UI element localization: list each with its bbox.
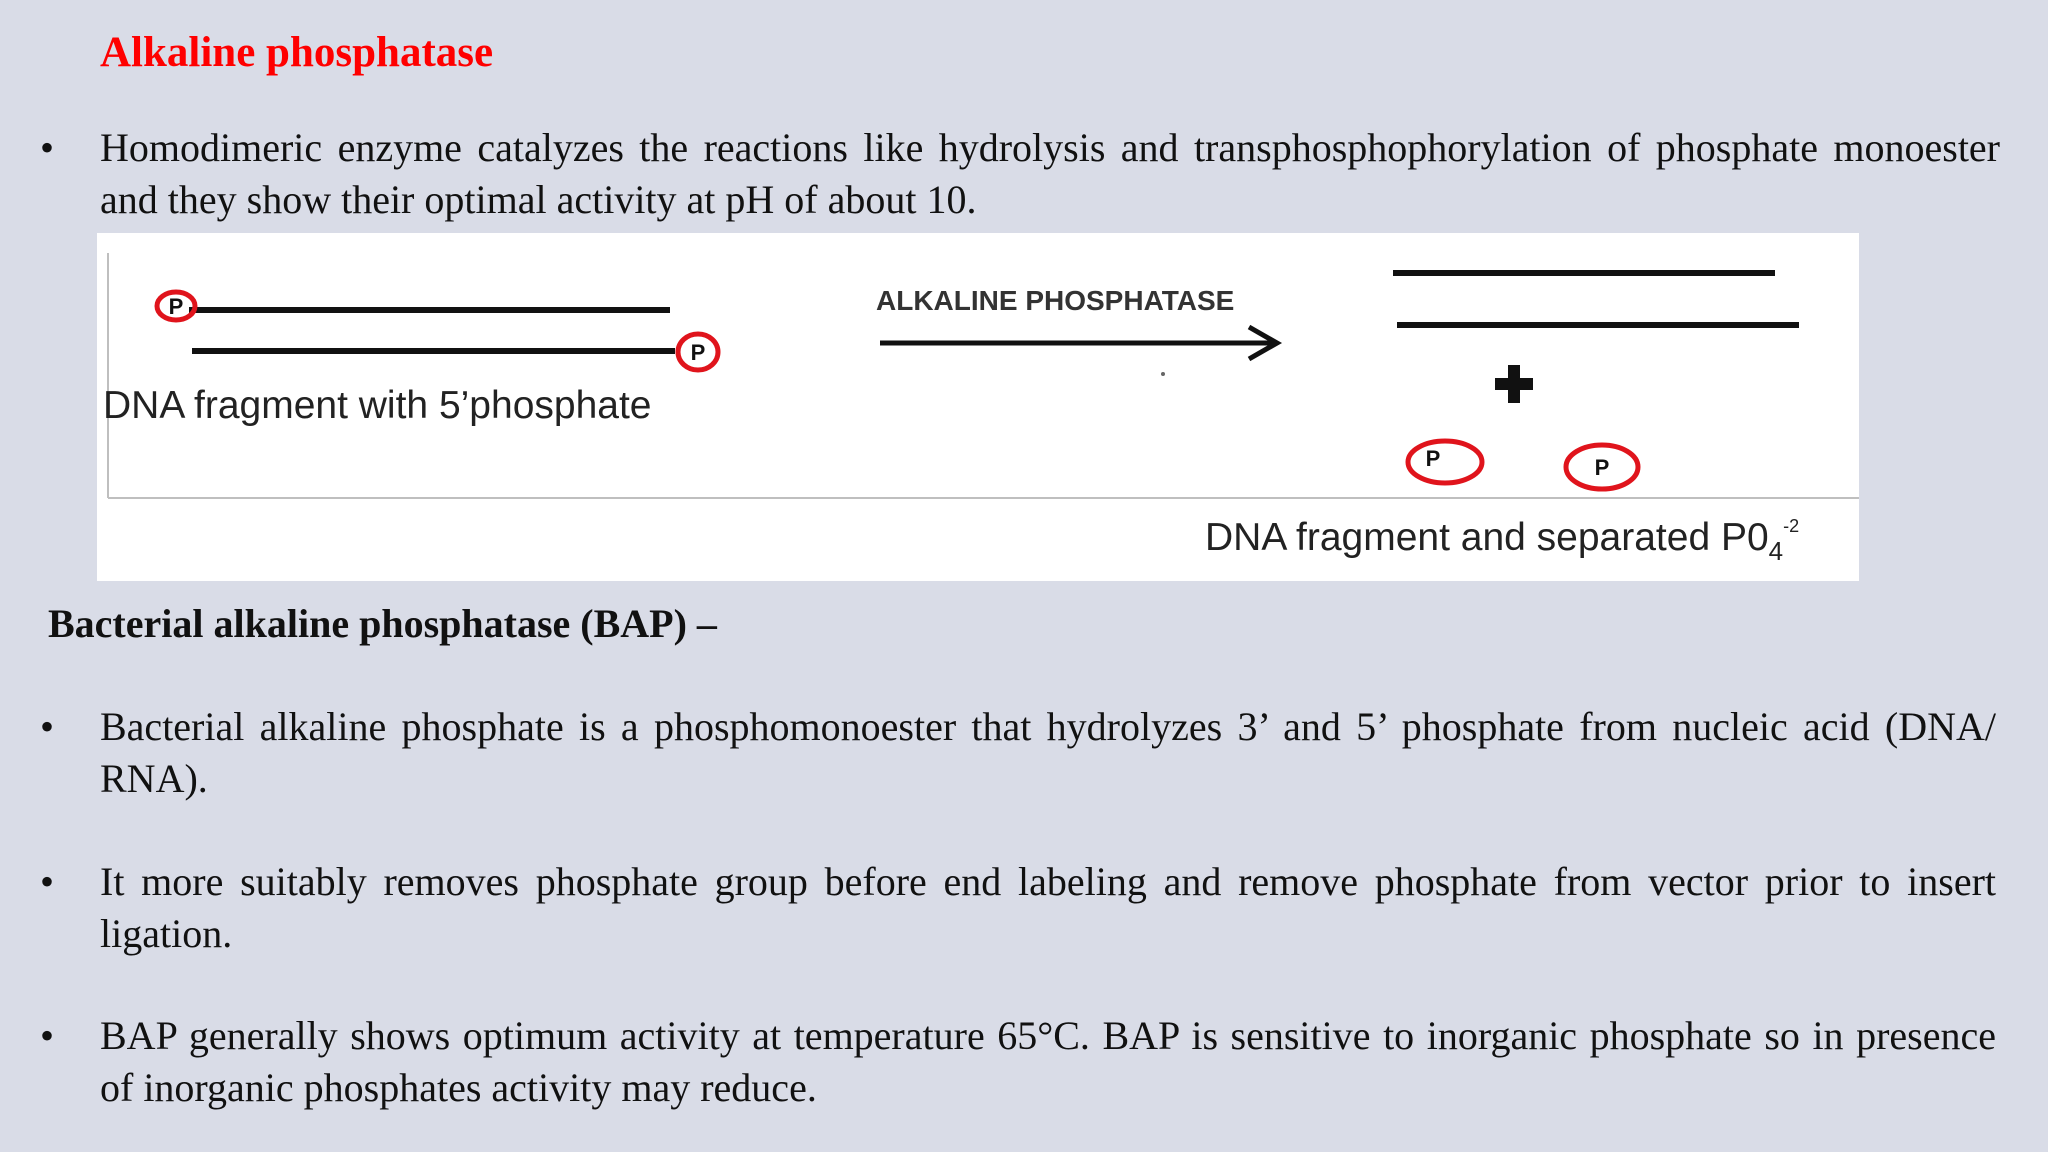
stray-dot: [1161, 372, 1165, 376]
intro-bullet-text: Homodimeric enzyme catalyzes the reactio…: [100, 125, 2000, 222]
arrow-label: ALKALINE PHOSPHATASE: [876, 285, 1234, 316]
bap-bullet-3: • BAP generally shows optimum activity a…: [40, 1010, 1996, 1114]
bullet-marker: •: [40, 859, 55, 904]
right-caption-subscript: 4: [1769, 536, 1783, 566]
svg-text:P: P: [1595, 455, 1610, 480]
reaction-arrow-head: [1247, 324, 1283, 362]
bap-subheading: Bacterial alkaline phosphatase (BAP) –: [48, 601, 717, 646]
bap-bullet-2: • It more suitably removes phosphate gro…: [40, 856, 1996, 960]
bullet-marker: •: [40, 125, 55, 170]
svg-text:P: P: [691, 340, 706, 365]
phosphate-5prime-bottom: P: [675, 331, 721, 373]
right-caption-main: DNA fragment and separated P0: [1205, 516, 1769, 559]
left-caption: DNA fragment with 5’phosphate: [103, 384, 651, 427]
bullet-marker: •: [40, 704, 55, 749]
intro-bullet: • Homodimeric enzyme catalyzes the react…: [40, 122, 2000, 226]
released-phosphate-2: P: [1563, 442, 1641, 492]
right-caption-superscript: -2: [1783, 516, 1799, 536]
right-caption: DNA fragment and separated P04-2: [1205, 516, 1799, 566]
plus-icon: [1495, 365, 1533, 403]
phosphate-5prime-top: P: [154, 289, 198, 323]
bullet-marker: •: [40, 1013, 55, 1058]
bap-bullet-3-text: BAP generally shows optimum activity at …: [100, 1013, 1996, 1110]
released-phosphate-1: P: [1405, 438, 1485, 486]
bap-bullet-2-text: It more suitably removes phosphate group…: [100, 859, 1996, 956]
slide-title: Alkaline phosphatase: [100, 29, 494, 76]
dna-dephosphorylation-figure: P P DNA fragment with 5’phosphate ALKALI…: [97, 233, 1859, 581]
bap-bullet-1: • Bacterial alkaline phosphate is a phos…: [40, 701, 1996, 805]
svg-text:P: P: [1426, 446, 1441, 471]
svg-text:P: P: [169, 294, 184, 319]
bap-bullet-1-text: Bacterial alkaline phosphate is a phosph…: [100, 704, 1996, 801]
